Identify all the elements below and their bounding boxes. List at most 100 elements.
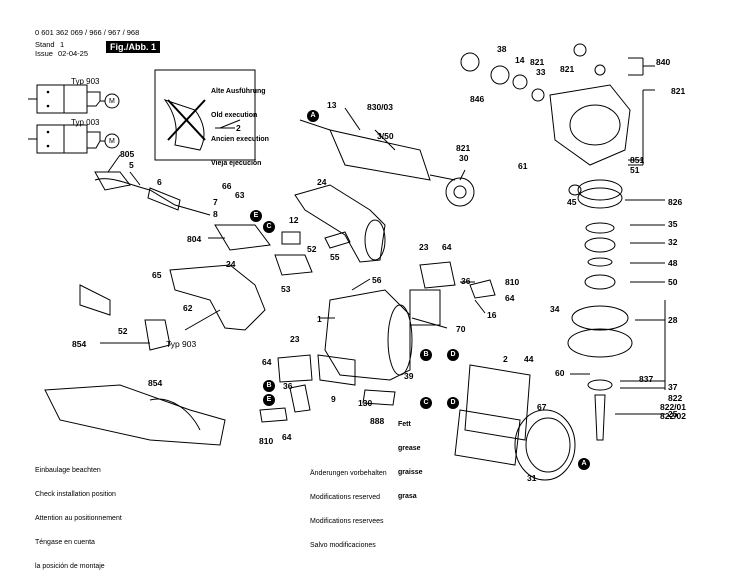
motor-housing xyxy=(324,289,411,381)
part-24-top: 24 xyxy=(317,177,327,187)
part-840: 840 xyxy=(656,57,671,67)
callout-c-lower: C xyxy=(420,397,432,409)
changes-note-de: Änderungen vorbehalten xyxy=(310,470,387,477)
part-67: 67 xyxy=(537,402,547,412)
callout-a-bottom: A xyxy=(578,458,590,470)
part-805: 805 xyxy=(120,149,135,159)
part-2-field: 2 xyxy=(503,354,508,364)
callout-d-lower: D xyxy=(447,397,459,409)
motor-housing-top xyxy=(294,184,386,263)
part-48: 48 xyxy=(668,258,678,268)
changes-reserved-note: Änderungen vorbehalten Modifications res… xyxy=(310,454,387,558)
grease-es: grasa xyxy=(398,493,417,500)
part-130: 130 xyxy=(358,398,373,408)
wiring-diagram-003 xyxy=(28,124,120,154)
grease-fr: graisse xyxy=(398,469,423,476)
old-version-en: Old execution xyxy=(211,112,258,119)
part-23-top: 23 xyxy=(419,242,429,252)
gear-housing xyxy=(549,84,631,166)
part-64-right: 64 xyxy=(505,293,515,303)
part-24-handle: 24 xyxy=(226,259,236,269)
part-70: 70 xyxy=(456,324,466,334)
callout-d-upper: D xyxy=(447,349,459,361)
part-52-upper: 52 xyxy=(307,244,317,254)
part-14: 14 xyxy=(515,55,525,65)
motor-symbol-903: M xyxy=(109,98,115,105)
armature xyxy=(329,129,431,181)
part-60: 60 xyxy=(555,368,565,378)
part-6: 6 xyxy=(157,177,162,187)
part-1: 1 xyxy=(317,314,322,324)
part-36-left: 36 xyxy=(283,381,293,391)
stator xyxy=(464,364,531,441)
part-888: 888 xyxy=(370,416,385,426)
part-65: 65 xyxy=(152,270,162,280)
part-61: 61 xyxy=(518,161,528,171)
wiring-type-903-label: Typ 903 xyxy=(71,77,100,86)
callout-e-upper: E xyxy=(250,210,262,222)
part-821-armature: 821 xyxy=(456,143,471,153)
install-note-fr: Attention au positionnement xyxy=(35,515,122,522)
part-51: 51 xyxy=(630,165,640,175)
old-version-fr: Ancien execution xyxy=(211,136,269,143)
part-846: 846 xyxy=(470,94,485,104)
part-52-lower: 52 xyxy=(118,326,128,336)
grease-de: Fett xyxy=(398,421,411,428)
install-position-note: Einbaulage beachten Check installation p… xyxy=(35,451,122,579)
part-837: 837 xyxy=(639,374,654,384)
old-version-frame xyxy=(154,69,256,161)
part-13: 13 xyxy=(327,100,337,110)
part-45: 45 xyxy=(567,197,577,207)
part-64-left: 64 xyxy=(262,357,272,367)
part-25: 25 xyxy=(668,409,678,419)
part-3-50: 3/50 xyxy=(377,131,394,141)
part-64-bottom: 64 xyxy=(282,432,292,442)
old-version-es: Vieja ejecución xyxy=(211,160,262,167)
part-number-list: 0 601 362 069 / 966 / 967 / 968 xyxy=(35,28,140,37)
part-830-03: 830/03 xyxy=(367,102,393,112)
part-822: 822 xyxy=(668,393,683,403)
part-53: 53 xyxy=(281,284,291,294)
changes-note-es: Salvo modificaciones xyxy=(310,542,376,549)
part-822-02: 822/02 xyxy=(660,411,686,421)
install-note-en: Check installation position xyxy=(35,491,116,498)
part-810-left: 810 xyxy=(259,436,274,446)
handle xyxy=(169,264,266,331)
part-62: 62 xyxy=(183,303,193,313)
part-854-handle: 854 xyxy=(72,339,87,349)
part-32: 32 xyxy=(668,237,678,247)
part-826: 826 xyxy=(668,197,683,207)
grease-note: Fett grease graisse grasa xyxy=(398,405,423,509)
wiring-diagram-903 xyxy=(28,84,120,114)
callout-c-upper: C xyxy=(263,221,275,233)
exploded-view-drawing xyxy=(28,43,666,481)
part-821-bearing: 821 xyxy=(530,57,545,67)
grease-en: grease xyxy=(398,445,421,452)
part-854-cutaway: 854 xyxy=(148,378,163,388)
part-5: 5 xyxy=(129,160,134,170)
part-804: 804 xyxy=(187,234,202,244)
changes-note-en: Modifications reserved xyxy=(310,494,381,501)
part-810-top: 810 xyxy=(505,277,520,287)
part-8: 8 xyxy=(213,209,218,219)
part-851: 851 xyxy=(630,155,645,165)
figure-label: Fig./Abb. 1 xyxy=(106,41,160,53)
part-821-screw: 821 xyxy=(560,64,575,74)
part-55: 55 xyxy=(330,252,340,262)
part-12: 12 xyxy=(289,215,299,225)
callout-b-left: B xyxy=(263,380,275,392)
callout-a-top: A xyxy=(307,110,319,122)
power-cord xyxy=(94,178,211,216)
part-44: 44 xyxy=(524,354,534,364)
part-2-old: 2 xyxy=(236,123,241,133)
part-50: 50 xyxy=(668,277,678,287)
part-36-top: 36 xyxy=(461,276,471,286)
install-note-es2: la posición de montaje xyxy=(35,563,105,570)
changes-note-fr: Modifications reservees xyxy=(310,518,384,525)
old-version-note: Alte Ausführung Old execution Ancien exe… xyxy=(211,72,269,176)
part-38: 38 xyxy=(497,44,507,54)
part-66: 66 xyxy=(222,181,232,191)
part-63: 63 xyxy=(235,190,245,200)
part-7: 7 xyxy=(213,197,218,207)
motor-symbol-003: M xyxy=(109,138,115,145)
